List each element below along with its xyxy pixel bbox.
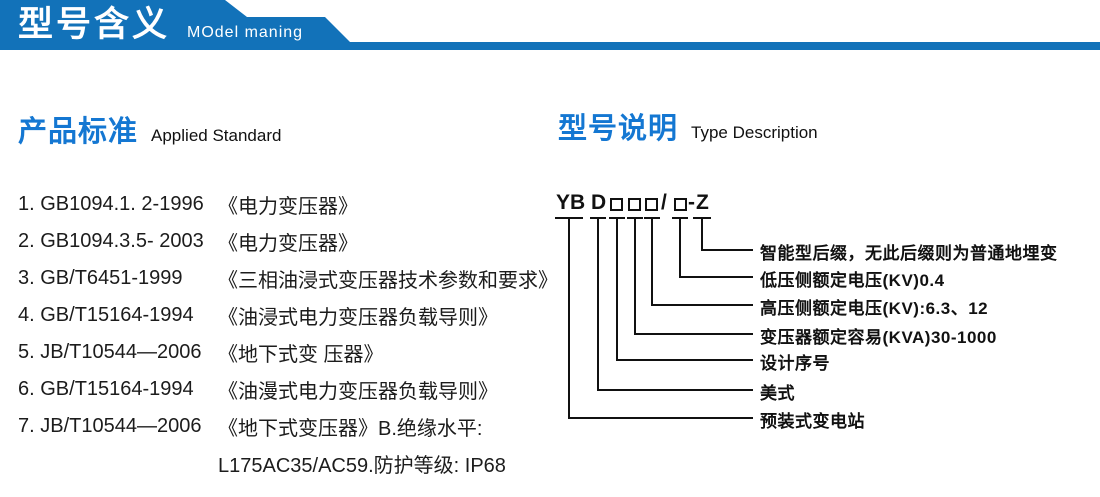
- standard-row: 2. GB1094.3.5- 2003 《电力变压器》: [18, 223, 548, 260]
- page-subtitle: MOdel maning: [187, 24, 304, 41]
- standard-title: 《油浸式电力变压器负载导则》: [218, 307, 498, 329]
- placeholder-box-icon: [645, 198, 658, 211]
- diagram-label-suffix: 智能型后缀，无此后缀则为普通地埋变: [760, 244, 1058, 263]
- standard-title: 《油漫式电力变压器负载导则》: [218, 381, 498, 403]
- model-code-suffix: Z: [696, 191, 709, 214]
- standard-code: 6. GB/T15164-1994: [18, 378, 194, 400]
- page-title: 型号含义: [18, 5, 171, 44]
- standards-list: 1. GB1094.1. 2-1996 《电力变压器》 2. GB1094.3.…: [18, 186, 558, 482]
- placeholder-box-icon: [674, 198, 687, 211]
- type-description-heading: 型号说明 Type Description: [558, 105, 818, 147]
- standard-row: 3. GB/T6451-1999 《三相油浸式变压器技术参数和要求》: [18, 260, 558, 297]
- type-description-heading-en: Type Description: [691, 123, 818, 142]
- type-description-heading-cn: 型号说明: [558, 113, 679, 145]
- standard-title: 《电力变压器》: [218, 233, 358, 255]
- standard-code: 7. JB/T10544—2006: [18, 415, 202, 437]
- diagram-label-hv-voltage: 高压侧额定电压(KV):6.3、12: [760, 299, 989, 318]
- standard-code: 5. JB/T10544—2006: [18, 341, 202, 363]
- standard-row-continuation: L175AC35/AC59.防护等级: IP68: [18, 445, 548, 482]
- standard-code: 2. GB1094.3.5- 2003: [18, 230, 204, 252]
- diagram-connector-lines: [555, 217, 753, 419]
- applied-standard-heading: 产品标准 Applied Standard: [18, 108, 281, 150]
- diagram-label-substation: 预装式变电站: [760, 412, 865, 431]
- standard-row: 5. JB/T10544—2006 《地下式变 压器》: [18, 334, 548, 371]
- diagram-label-lv-voltage: 低压侧额定电压(KV)0.4: [760, 271, 945, 290]
- model-code-slash: /: [661, 191, 667, 214]
- placeholder-box-icon: [628, 198, 641, 211]
- applied-standard-heading-en: Applied Standard: [151, 126, 282, 145]
- standard-title: 《地下式变 压器》: [218, 344, 384, 366]
- placeholder-box-icon: [610, 198, 623, 211]
- model-code-prefix: YB: [556, 191, 586, 214]
- standard-code: 4. GB/T15164-1994: [18, 304, 194, 326]
- diagram-label-capacity: 变压器额定容易(KVA)30-1000: [760, 328, 997, 347]
- standard-row: 7. JB/T10544—2006 《地下式变压器》B.绝缘水平:: [18, 408, 548, 445]
- standard-row: 6. GB/T15164-1994 《油漫式电力变压器负载导则》: [18, 371, 548, 408]
- diagram-label-american-type: 美式: [760, 384, 795, 403]
- applied-standard-heading-cn: 产品标准: [18, 116, 139, 148]
- standard-row: 1. GB1094.1. 2-1996 《电力变压器》: [18, 186, 548, 223]
- standard-title: 《三相油浸式变压器技术参数和要求》: [218, 270, 558, 292]
- banner-shape: [0, 0, 1100, 50]
- standard-title: L175AC35/AC59.防护等级: IP68: [218, 455, 506, 477]
- standard-title: 《地下式变压器》B.绝缘水平:: [218, 418, 483, 440]
- model-code-dash: -: [688, 191, 695, 214]
- standard-code: 3. GB/T6451-1999: [18, 267, 183, 289]
- model-code-diagram: YB D / - Z 智能型后缀，无此后缀则为普通地埋变 低压侧额定电压(KV): [550, 185, 1100, 465]
- standard-title: 《电力变压器》: [218, 196, 358, 218]
- model-code-style-letter: D: [591, 191, 607, 214]
- diagram-label-design-serial: 设计序号: [760, 354, 830, 373]
- standard-code: 1. GB1094.1. 2-1996: [18, 193, 204, 215]
- standard-row: 4. GB/T15164-1994 《油浸式电力变压器负载导则》: [18, 297, 548, 334]
